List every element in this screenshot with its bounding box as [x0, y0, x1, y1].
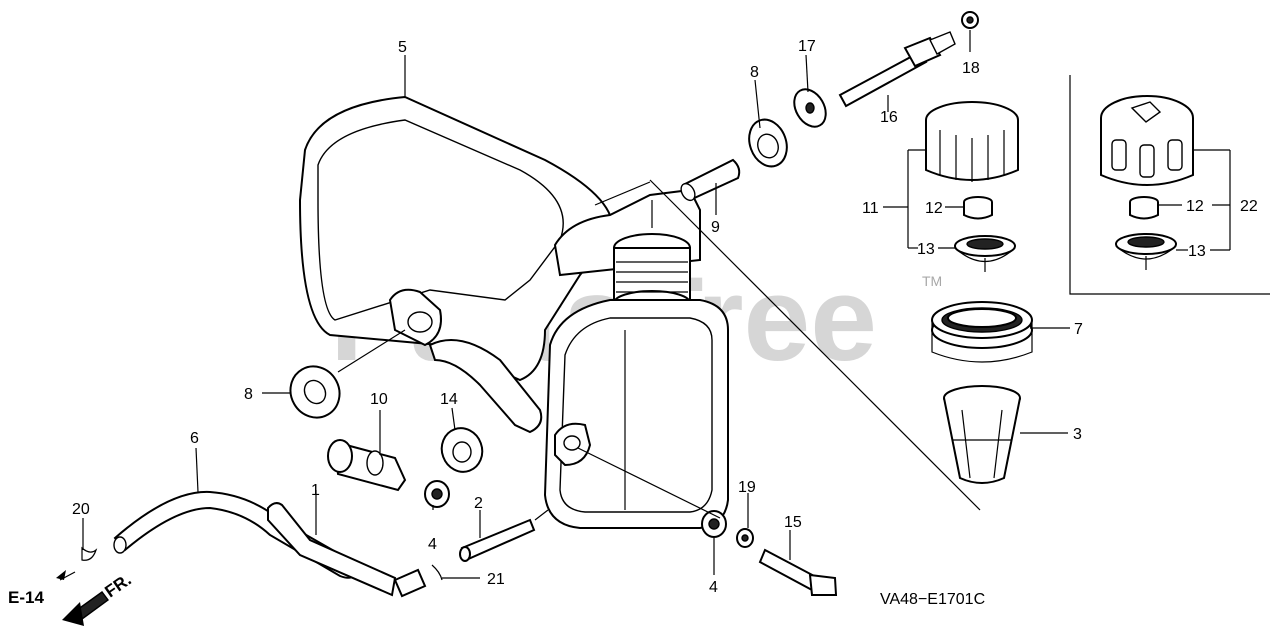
callout-6: 6 [190, 430, 199, 447]
grommet-lower [289, 365, 341, 419]
front-label: FR. [101, 570, 134, 601]
callout-13-left: 13 [917, 241, 935, 258]
callout-7: 7 [1074, 321, 1083, 338]
filler-ring [931, 301, 1033, 363]
callout-11: 11 [862, 200, 879, 217]
callout-18: 18 [962, 60, 980, 77]
cap-gasket-left [954, 235, 1016, 272]
callout-4-left: 4 [428, 536, 437, 553]
callout-20: 20 [72, 501, 90, 518]
callout-2: 2 [474, 495, 483, 512]
callout-10: 10 [370, 391, 388, 408]
callout-22: 22 [1240, 198, 1258, 215]
callout-12-left: 12 [925, 200, 943, 217]
bolt-15 [758, 548, 838, 596]
callout-16: 16 [880, 109, 898, 126]
fuel-cap [925, 101, 1019, 182]
callout-3: 3 [1073, 426, 1082, 443]
callout-9: 9 [711, 219, 720, 236]
fuel-joint [327, 439, 407, 492]
fuel-strainer [943, 385, 1021, 484]
bolt-2 [459, 518, 536, 562]
leader-lines [82, 30, 1231, 579]
callout-12-right: 12 [1186, 198, 1204, 215]
callout-13-right: 13 [1188, 243, 1206, 260]
callout-19: 19 [738, 479, 756, 496]
grommet-4-left [424, 480, 450, 508]
callouts: 5 8 17 18 16 9 11 12 13 12 22 13 7 3 8 1… [72, 38, 1258, 596]
trademark-mark: TM [922, 273, 942, 289]
reference-arrow [56, 570, 109, 626]
callout-8-top: 8 [750, 64, 759, 81]
callout-21: 21 [487, 571, 505, 588]
callout-17: 17 [798, 38, 816, 55]
grommet-14 [440, 427, 484, 473]
callout-5: 5 [398, 39, 407, 56]
hose-clip-20 [81, 546, 98, 561]
washer-19 [736, 528, 754, 548]
fuel-tank [298, 95, 729, 529]
callout-4-right: 4 [709, 579, 718, 596]
callout-1: 1 [311, 482, 320, 499]
callout-15: 15 [784, 514, 802, 531]
fuel-hoses [113, 490, 427, 598]
top-mount-hardware [680, 11, 979, 202]
cap-plug-left [963, 196, 993, 220]
callout-14: 14 [440, 391, 458, 408]
fuel-cap-set-box [1069, 75, 1270, 295]
ref-code-label: E-14 [8, 588, 44, 607]
callout-8-bottom: 8 [244, 386, 253, 403]
diagram-code: VA48−E1701C [880, 591, 985, 608]
hose-clip-21 [431, 564, 443, 581]
